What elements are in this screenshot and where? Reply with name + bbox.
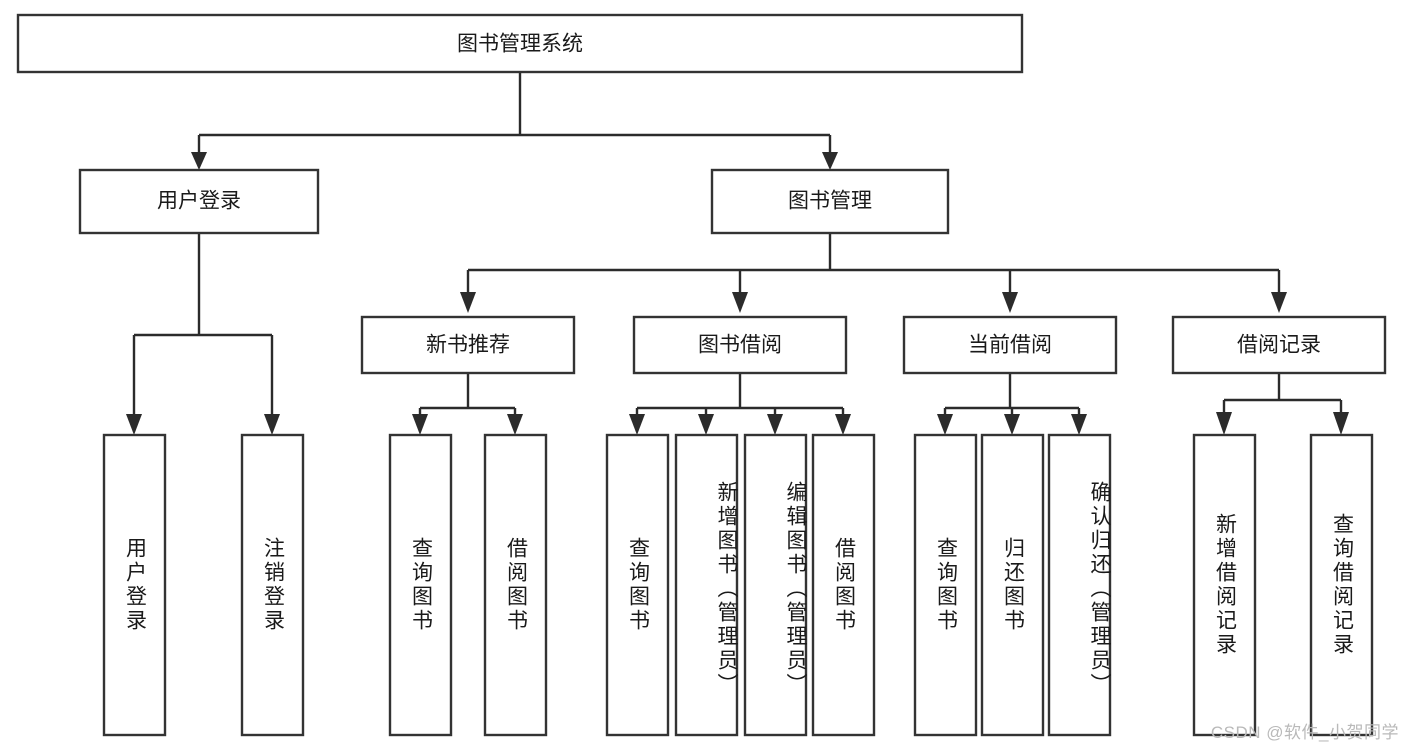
node-leaf-nbr-query-book-box[interactable]: [388, 433, 453, 737]
node-current-borrow-box[interactable]: [902, 315, 1118, 375]
arrow-bb-3: [767, 414, 783, 435]
node-book-borrow[interactable]: 图书借阅: [632, 315, 848, 375]
node-leaf-bb-query-book-box[interactable]: [605, 433, 670, 737]
node-new-book-recommend-label: 新书推荐: [426, 334, 510, 357]
arrow-nbr-1: [412, 414, 428, 435]
node-borrow-record[interactable]: 借阅记录: [1171, 315, 1387, 375]
node-new-book-recommend[interactable]: 新书推荐: [360, 315, 576, 375]
connectors-current-borrow: [937, 373, 1087, 435]
arrow-user-login: [191, 152, 207, 170]
node-book-management[interactable]: 图书管理: [710, 168, 950, 235]
connectors-user-login: [126, 233, 280, 435]
node-leaf-bb-edit-book-box[interactable]: [743, 433, 808, 737]
arrow-bb-2: [698, 414, 714, 435]
node-leaf-user-login-box[interactable]: [102, 433, 167, 737]
arrow-cb-3: [1071, 414, 1087, 435]
node-leaf-bb-add-book-box[interactable]: [674, 433, 739, 737]
arrow-bb-1: [629, 414, 645, 435]
node-book-management-box[interactable]: [710, 168, 950, 235]
node-leaf-cb-confirm-return-box[interactable]: [1047, 433, 1112, 737]
connectors-borrow-record: [1216, 373, 1349, 435]
node-leaf-cb-query-book-box[interactable]: [913, 433, 978, 737]
arrow-br-2: [1333, 412, 1349, 435]
node-book-borrow-label: 图书借阅: [698, 334, 782, 357]
arrow-leaf-u1: [126, 414, 142, 435]
node-borrow-record-label: 借阅记录: [1237, 334, 1321, 357]
arrow-l3-book-borrow: [732, 292, 748, 313]
arrow-l3-borrow-record: [1271, 292, 1287, 313]
arrow-l3-current-borrow: [1002, 292, 1018, 313]
arrow-l3-new-book: [460, 292, 476, 313]
csdn-watermark: CSDN @软件_小贺同学: [1210, 723, 1399, 742]
arrow-book-mgmt: [822, 152, 838, 170]
node-user-login-box[interactable]: [78, 168, 320, 235]
node-book-management-label: 图书管理: [788, 190, 872, 213]
node-new-book-recommend-box[interactable]: [360, 315, 576, 375]
connectors-book-mgmt: [460, 233, 1287, 313]
node-leaf-br-query-record-box[interactable]: [1309, 433, 1374, 737]
node-book-borrow-box[interactable]: [632, 315, 848, 375]
node-leaf-cb-return-book-box[interactable]: [980, 433, 1045, 737]
arrow-nbr-2: [507, 414, 523, 435]
arrow-bb-4: [835, 414, 851, 435]
node-user-login-label: 用户登录: [157, 190, 241, 213]
node-current-borrow-label: 当前借阅: [968, 334, 1052, 357]
arrow-br-1: [1216, 412, 1232, 435]
connectors-root: [191, 72, 838, 170]
node-current-borrow[interactable]: 当前借阅: [902, 315, 1118, 375]
connectors-book-borrow: [629, 373, 851, 435]
arrow-leaf-u2: [264, 414, 280, 435]
node-root-label: 图书管理系统: [457, 33, 583, 56]
arrow-cb-2: [1004, 414, 1020, 435]
arrow-cb-1: [937, 414, 953, 435]
node-root-box[interactable]: [16, 13, 1024, 74]
node-leaf-bb-borrow-book-box[interactable]: [811, 433, 876, 737]
node-root[interactable]: 图书管理系统: [16, 13, 1024, 74]
node-leaf-nbr-borrow-book-box[interactable]: [483, 433, 548, 737]
node-leaf-br-add-record-box[interactable]: [1192, 433, 1257, 737]
node-leaf-logout-box[interactable]: [240, 433, 305, 737]
node-borrow-record-box[interactable]: [1171, 315, 1387, 375]
connectors-new-book-recommend: [412, 373, 523, 435]
node-user-login[interactable]: 用户登录: [78, 168, 320, 235]
